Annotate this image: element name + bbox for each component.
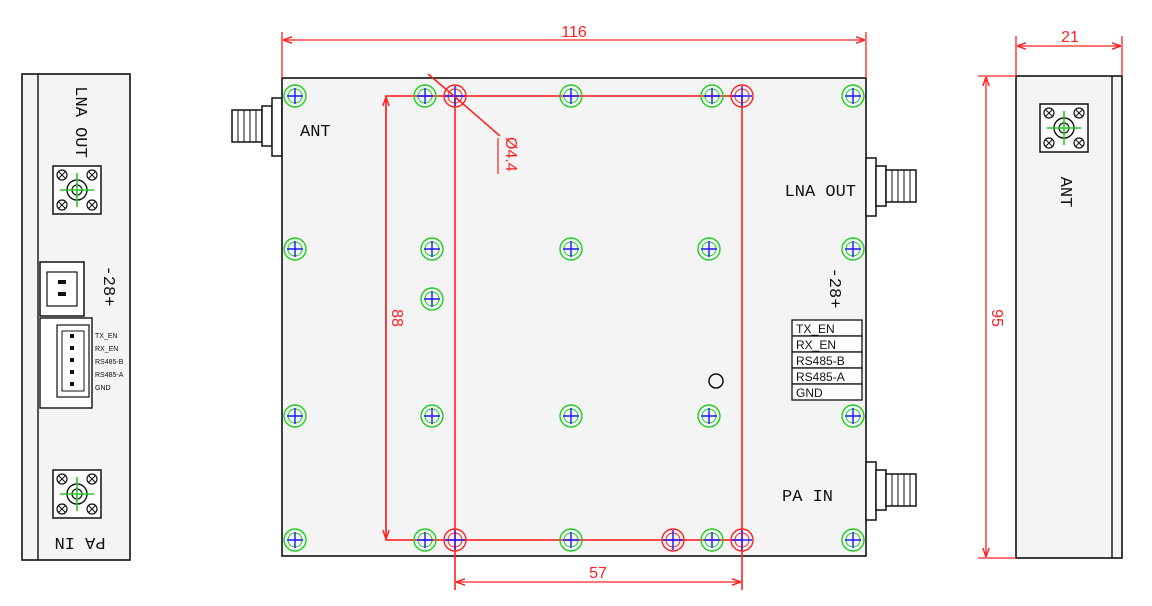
- pin-label: RS485-B: [796, 354, 845, 368]
- hole-diameter-label: Ø4.4: [502, 137, 519, 172]
- mounting-hole: [413, 84, 437, 108]
- pin-label: RX_EN: [796, 338, 836, 352]
- width-dimension-label: 116: [561, 24, 587, 41]
- mounting-hole: [559, 237, 583, 261]
- ant-connector: [231, 97, 283, 157]
- mounting-hole: [841, 404, 865, 428]
- mounting-hole: [283, 84, 307, 108]
- mounting-hole: [841, 237, 865, 261]
- mounting-hole: [697, 404, 721, 428]
- left-pin-label: RS485-A: [95, 372, 124, 379]
- mounting-hole: [420, 237, 444, 261]
- mounting-hole: [697, 237, 721, 261]
- mounting-hole: [730, 528, 754, 552]
- pa-in-connector: [865, 461, 917, 521]
- indicator-hole: [708, 373, 724, 389]
- power-label: -28+: [824, 268, 843, 309]
- right-housing: [1015, 75, 1123, 559]
- mounting-hole: [730, 84, 754, 108]
- right-side-view: ANT: [1015, 75, 1123, 559]
- mounting-hole: [559, 84, 583, 108]
- mounting-hole: [283, 237, 307, 261]
- mounting-hole: [841, 84, 865, 108]
- left-pa-in-label: PA IN: [54, 532, 105, 551]
- top-view: ANT LNA OUT PA IN -28+: [231, 73, 917, 590]
- lna-out-connector-flange: [52, 165, 102, 215]
- module-body: [281, 77, 867, 557]
- signal-pin-table: TX_EN RX_EN RS485-B RS485-A GND: [791, 319, 863, 401]
- mounting-hole: [661, 528, 685, 552]
- left-pin-label: RS485-B: [95, 359, 124, 366]
- left-pin-label: RX_EN: [95, 346, 118, 353]
- ant-connector-flange: [1039, 103, 1089, 153]
- mounting-hole: [420, 287, 444, 311]
- height-dimension-label: 95: [988, 309, 1005, 327]
- left-power-label: -28+: [98, 266, 117, 307]
- pa-in-label: PA IN: [782, 488, 833, 507]
- depth-dimension-label: 21: [1061, 29, 1079, 46]
- mounting-hole: [559, 528, 583, 552]
- mounting-hole: [841, 528, 865, 552]
- mounting-hole: [420, 404, 444, 428]
- left-pin-label: TX_EN: [95, 333, 118, 340]
- mounting-holes: [283, 84, 865, 552]
- lna-out-connector: [865, 157, 917, 217]
- mounting-hole: [283, 404, 307, 428]
- dimension-lines: 116 57 88 21 95: [281, 24, 1123, 582]
- ant-label: ANT: [300, 123, 331, 142]
- inner-height-dimension-label: 88: [388, 309, 405, 327]
- mounting-hole: [700, 84, 724, 108]
- left-pin-label: GND: [95, 385, 111, 392]
- mounting-hole: [700, 528, 724, 552]
- mounting-hole: [413, 528, 437, 552]
- mounting-hole: [443, 528, 467, 552]
- hole-diameter-leader: [427, 73, 501, 137]
- pin-label: GND: [796, 386, 823, 400]
- mounting-hole: [559, 404, 583, 428]
- left-end-view: LNA OUT PA IN -28+ TX_EN RX_EN RS485-B R…: [21, 73, 131, 561]
- pin-label: TX_EN: [796, 322, 835, 336]
- pin-label: RS485-A: [796, 370, 845, 384]
- lna-out-label: LNA OUT: [785, 183, 856, 202]
- right-ant-label: ANT: [1055, 177, 1074, 208]
- inner-width-dimension-label: 57: [589, 565, 607, 582]
- mounting-hole: [283, 528, 307, 552]
- pa-in-connector-flange: [52, 469, 102, 519]
- left-lna-out-label: LNA OUT: [70, 86, 89, 157]
